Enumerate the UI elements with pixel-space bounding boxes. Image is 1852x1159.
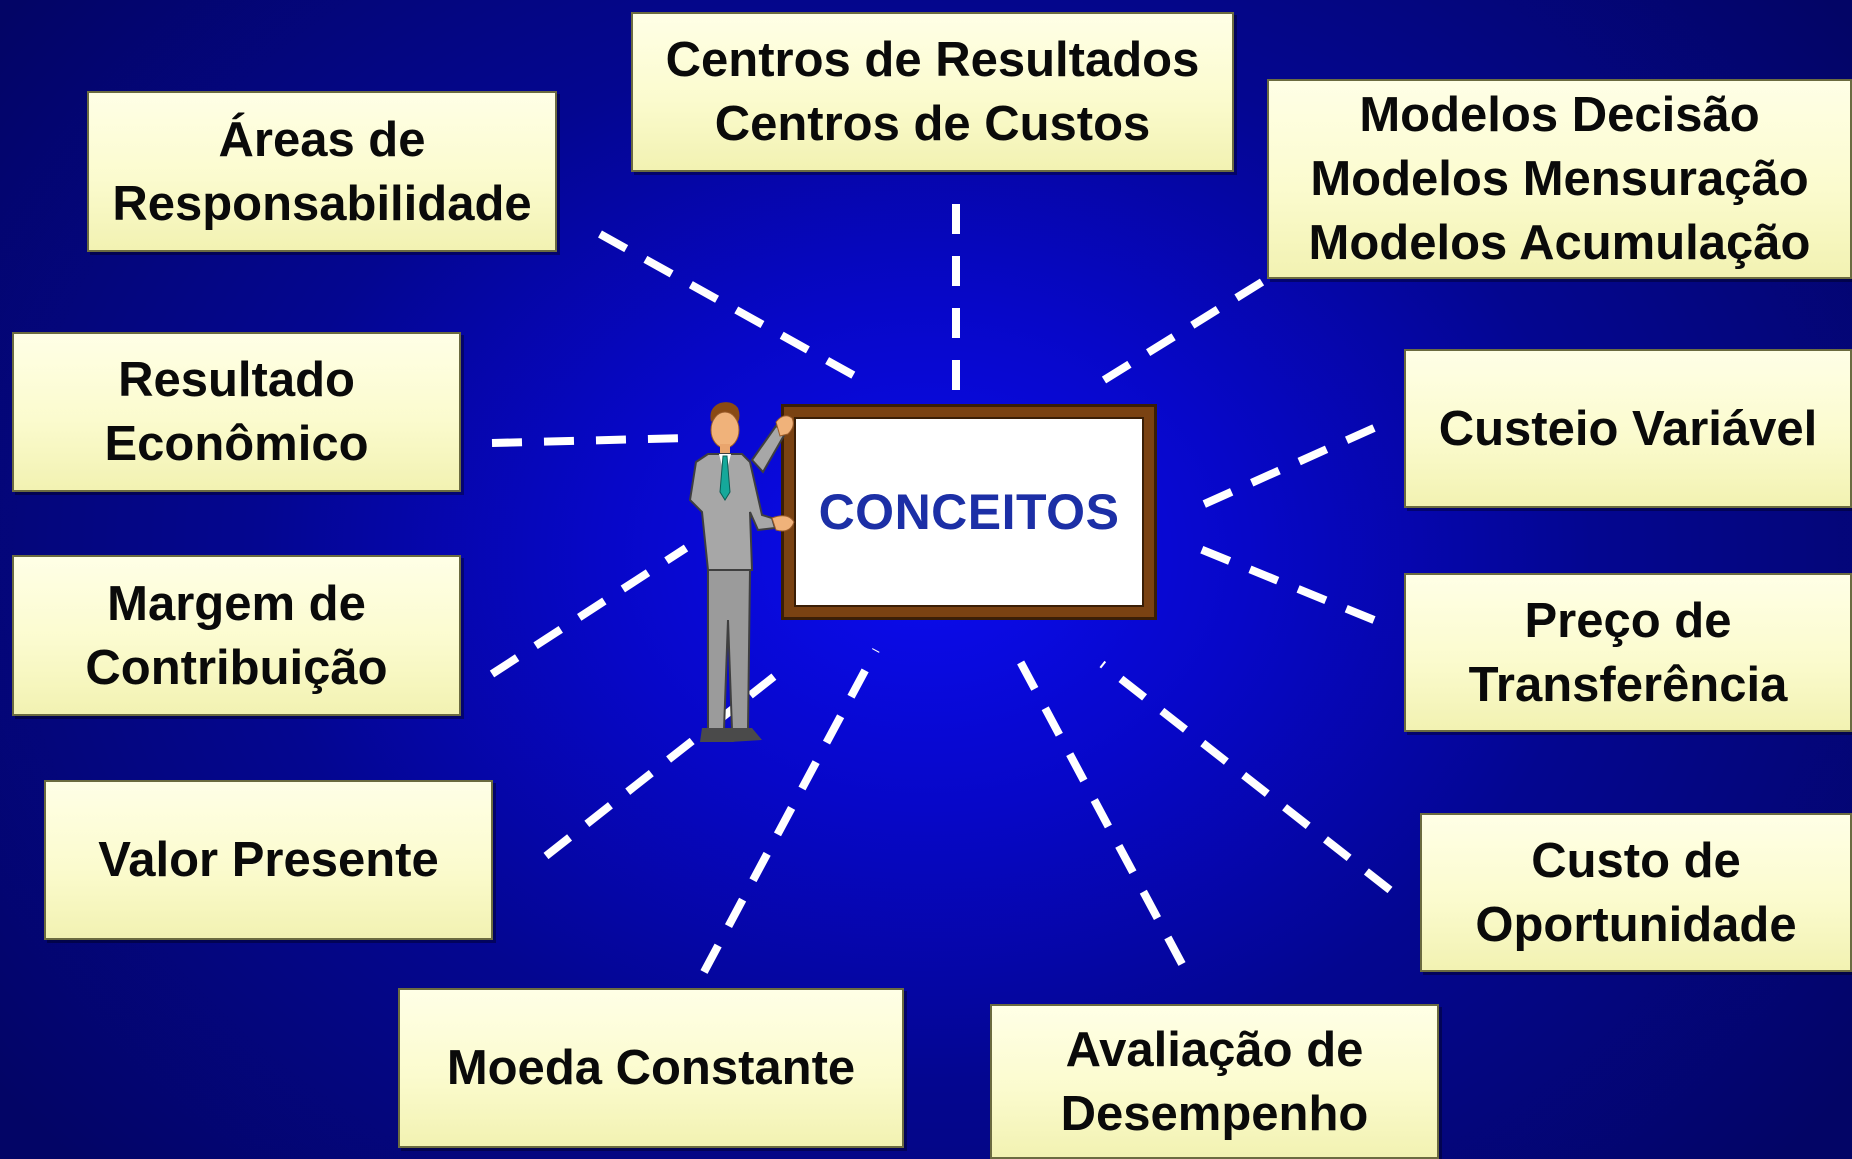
concept-line: Valor Presente xyxy=(98,833,439,887)
concept-centros: Centros de Resultados Centros de Custos xyxy=(631,12,1234,172)
concept-areas-responsabilidade: Áreas de Responsabilidade xyxy=(87,91,557,252)
concept-line: Avaliação de xyxy=(1065,1022,1364,1077)
concept-line: Preço de xyxy=(1524,593,1732,648)
concept-line: Econômico xyxy=(104,417,369,471)
connector-custeio xyxy=(1198,424,1376,510)
concept-line: Transferência xyxy=(1468,657,1788,712)
concept-line: Contribuição xyxy=(85,640,388,695)
concept-line: Moeda Constante xyxy=(446,1041,856,1095)
concept-valor-presente: Valor Presente xyxy=(44,780,493,940)
connector-custo-oportunidade xyxy=(1099,660,1393,894)
connector-resultado xyxy=(491,434,687,447)
connector-modelos xyxy=(1101,278,1265,384)
concept-modelos: Modelos Decisão Modelos Mensuração Model… xyxy=(1267,79,1852,279)
concept-line: Modelos Decisão xyxy=(1359,88,1760,142)
concept-preco-transferencia: Preço de Transferência xyxy=(1404,573,1852,732)
concept-line: Centros de Resultados xyxy=(665,33,1200,87)
concept-moeda-constante: Moeda Constante xyxy=(398,988,904,1148)
concept-line: Áreas de xyxy=(218,112,426,167)
concept-resultado-economico: Resultado Econômico xyxy=(12,332,461,492)
concept-avaliacao-desempenho: Avaliação de Desempenho xyxy=(990,1004,1439,1159)
concept-line: Modelos Mensuração xyxy=(1310,152,1809,206)
concept-line: Resultado xyxy=(118,353,355,407)
concept-line: Centros de Custos xyxy=(714,97,1151,151)
concept-custo-oportunidade: Custo de Oportunidade xyxy=(1420,813,1852,972)
businessman-presenter-icon xyxy=(688,402,795,742)
concept-line: Oportunidade xyxy=(1475,897,1797,952)
connector-preco xyxy=(1186,540,1376,624)
concept-line: Modelos Acumulação xyxy=(1308,216,1811,270)
concept-line: Custeio Variável xyxy=(1438,401,1818,456)
connector-moeda xyxy=(700,648,880,974)
connector-avaliacao xyxy=(1010,648,1186,966)
concept-line: Responsabilidade xyxy=(112,176,532,231)
center-board: CONCEITOS xyxy=(781,404,1157,620)
concept-line: Margem de xyxy=(107,576,366,631)
concept-margem-contribuicao: Margem de Contribuição xyxy=(12,555,461,716)
concept-line: Desempenho xyxy=(1060,1086,1369,1141)
concept-line: Custo de xyxy=(1531,833,1741,888)
center-board-surface: CONCEITOS xyxy=(794,417,1144,607)
connector-areas xyxy=(598,230,864,384)
connector-margem xyxy=(489,544,689,678)
center-title: CONCEITOS xyxy=(818,484,1120,540)
concept-custeio-variavel: Custeio Variável xyxy=(1404,349,1852,508)
